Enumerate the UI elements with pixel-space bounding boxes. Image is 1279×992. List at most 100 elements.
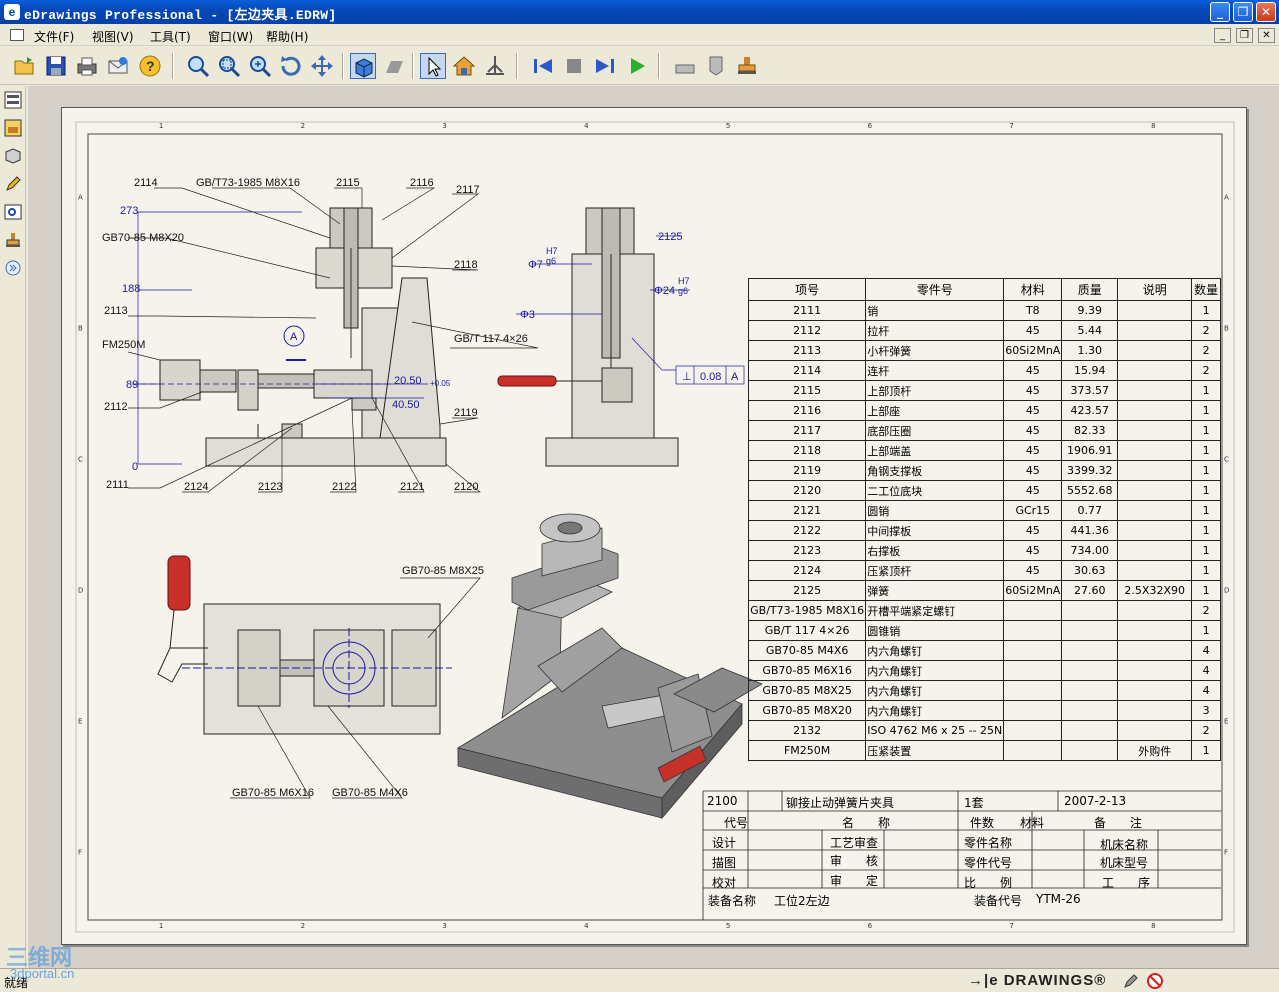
first-sheet-icon[interactable]: [530, 53, 556, 79]
bom-cell: 1.30: [1061, 340, 1119, 361]
bom-cell: 82.33: [1061, 420, 1119, 441]
bom-cell: [1003, 620, 1063, 641]
doc-restore-button[interactable]: ❐: [1236, 28, 1253, 43]
doc-close-button[interactable]: ✕: [1258, 28, 1275, 43]
menu-view[interactable]: 视图(V): [92, 30, 134, 44]
isometric-view[interactable]: [166, 108, 763, 820]
rotate-icon[interactable]: [278, 53, 304, 79]
markup-pen-icon[interactable]: [3, 174, 23, 194]
markup-pen-icon[interactable]: [1122, 972, 1140, 990]
shadow-icon[interactable]: [381, 53, 407, 79]
bom-cell: 3: [1191, 700, 1221, 721]
home-icon[interactable]: [451, 53, 477, 79]
pan-icon[interactable]: [309, 53, 335, 79]
document-icon[interactable]: [10, 29, 24, 41]
next-sheet-icon[interactable]: [592, 53, 618, 79]
svg-text:0.08: 0.08: [700, 371, 721, 383]
bom-cell: 45: [1003, 360, 1063, 381]
zone-label: 2: [301, 922, 305, 930]
expand-icon[interactable]: [3, 258, 23, 278]
minimize-button[interactable]: _: [1210, 2, 1230, 22]
zoom-in-out-icon[interactable]: [247, 53, 273, 79]
help-icon[interactable]: ?: [137, 53, 163, 79]
save-icon[interactable]: [43, 53, 69, 79]
header-material: 材料: [1020, 816, 1045, 830]
bom-cell: 45: [1003, 420, 1063, 441]
label-review: 审 核: [830, 854, 879, 868]
3d-pointer-icon[interactable]: [482, 53, 508, 79]
menu-help[interactable]: 帮助(H): [266, 30, 309, 44]
menu-window[interactable]: 窗口(W): [208, 30, 254, 44]
send-mail-icon[interactable]: [105, 53, 131, 79]
play-icon[interactable]: [624, 53, 650, 79]
bom-cell: 小杆弹簧: [865, 340, 1005, 361]
svg-text:2121: 2121: [400, 481, 424, 493]
header-code: 代号: [724, 816, 749, 830]
bom-cell: [1117, 680, 1193, 701]
stamp-icon[interactable]: [3, 230, 23, 250]
zoom-to-fit-icon[interactable]: [185, 53, 211, 79]
bom-cell: [1117, 320, 1193, 341]
title-bar[interactable]: e eDrawings Professional - [左边夹具.EDRW] _…: [0, 0, 1279, 24]
close-button[interactable]: ✕: [1256, 2, 1276, 22]
print-icon[interactable]: [74, 53, 100, 79]
doc-minimize-button[interactable]: _: [1214, 28, 1231, 43]
configurations-icon[interactable]: [3, 146, 23, 166]
zone-label: D: [78, 587, 83, 595]
bom-cell: 27.60: [1061, 580, 1119, 601]
bom-cell: 2113: [747, 340, 867, 361]
side-view[interactable]: [497, 207, 679, 467]
menu-tools[interactable]: 工具(T): [150, 30, 191, 44]
svg-text:2124: 2124: [184, 481, 208, 493]
zone-label: B: [78, 325, 83, 333]
title-block-grid: [702, 790, 1221, 920]
no-entry-icon[interactable]: [1146, 972, 1164, 990]
svg-text:188: 188: [122, 283, 140, 295]
label-part-code: 零件代号: [964, 856, 1013, 870]
zoom-to-area-icon[interactable]: [216, 53, 242, 79]
markup-icon[interactable]: [703, 53, 729, 79]
top-view[interactable]: [157, 555, 452, 735]
bom-cell: 右撑板: [865, 540, 1005, 561]
bom-cell: 开槽平端紧定螺钉: [865, 600, 1005, 621]
edrawings-app-icon[interactable]: e: [4, 4, 20, 20]
stamp-icon[interactable]: [734, 53, 760, 79]
bom-cell: [1117, 700, 1193, 721]
components-icon[interactable]: [3, 118, 23, 138]
measure-icon[interactable]: [672, 53, 698, 79]
find-icon[interactable]: [3, 202, 23, 222]
sheets-icon[interactable]: [3, 90, 23, 110]
menu-file[interactable]: 文件(F): [34, 30, 75, 44]
open-icon[interactable]: [12, 53, 38, 79]
stop-icon[interactable]: [561, 53, 587, 79]
shaded-icon[interactable]: [350, 53, 376, 79]
maximize-button[interactable]: ❐: [1233, 2, 1253, 22]
select-icon[interactable]: [420, 53, 446, 79]
